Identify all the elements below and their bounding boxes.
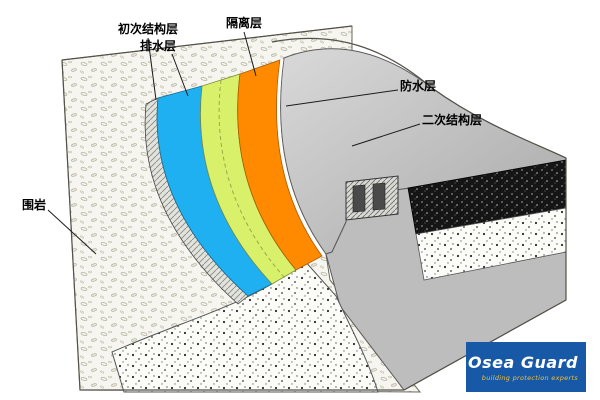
brand-name: Osea Guard bbox=[467, 352, 578, 372]
brand-tagline: building protection experts bbox=[481, 373, 578, 382]
waterproof-membrane-band bbox=[237, 59, 323, 271]
leader-drainage bbox=[171, 53, 189, 97]
leader-rock bbox=[47, 209, 97, 255]
isolation-geotextile-line bbox=[218, 79, 285, 278]
label-drainage-layer: 排水层 bbox=[140, 39, 177, 53]
label-primary-lining: 初次结构层 bbox=[118, 22, 179, 36]
label-secondary-lining: 二次结构层 bbox=[422, 113, 483, 127]
membrane-white-edge bbox=[277, 58, 326, 256]
leader-waterproof bbox=[285, 89, 399, 107]
label-waterproof-layer: 防水层 bbox=[400, 79, 437, 93]
drainage-slot-right bbox=[372, 182, 386, 211]
label-isolation-layer: 隔离层 bbox=[226, 16, 263, 30]
leader-isolation bbox=[243, 31, 257, 77]
drainage-slot-left bbox=[352, 184, 366, 213]
silhouette-edges bbox=[61, 25, 567, 391]
leader-lines bbox=[47, 31, 421, 255]
label-surrounding-rock: 围岩 bbox=[22, 198, 47, 212]
brand-logo: Osea Guard building protection experts bbox=[466, 342, 586, 392]
leader-secondary bbox=[351, 123, 421, 147]
leader-primary-lining bbox=[147, 37, 157, 101]
